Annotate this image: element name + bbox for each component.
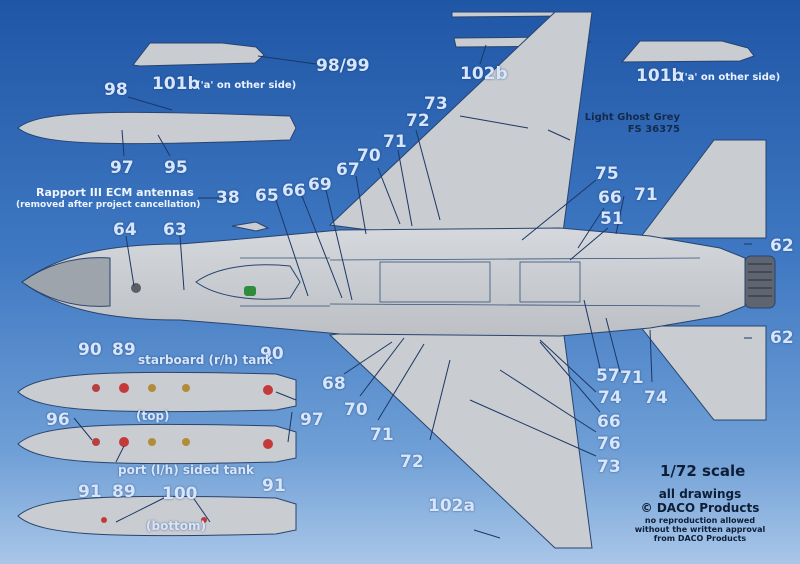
callout-72-top: 72 [406,111,430,131]
sensor [131,283,141,293]
callout-98-99: 98/99 [316,56,370,76]
callout-74-left: 74 [598,388,622,408]
tank-note-port: port (l/h) sided tank [118,463,254,477]
callout-76: 76 [597,434,621,454]
radome [21,257,111,307]
callout-70-bottom: 70 [344,400,368,420]
credits-line5: from DACO Products [653,533,747,543]
callout-69: 69 [308,175,332,195]
callout-72-bottom: 72 [400,452,424,472]
callout-75: 75 [595,164,619,184]
callout-71-bottom: 71 [370,425,394,445]
paint-code: FS 36375 [627,124,680,135]
callout-96: 96 [46,410,70,430]
callout-98: 98 [104,80,128,100]
credits-block: all drawings © DACO Products no reproduc… [600,487,800,543]
callout-73-top: 73 [424,94,448,114]
pod-note-right-sub: ('a' on other side) [680,72,781,83]
antenna-title: Rapport III ECM antennas [36,186,194,199]
leader-lines [73,44,752,539]
callout-67: 67 [336,160,360,180]
pylon-top-1 [451,11,568,18]
ecm-pod-right [620,40,755,63]
tank-bottom [17,495,297,537]
credits-line1: all drawings [658,487,742,501]
credits-line4: without the written approval [634,524,766,534]
wing-starboard [328,11,593,256]
callout-102a: 102a [428,496,475,516]
callout-95: 95 [164,158,188,178]
callout-65: 65 [255,186,279,206]
tank-note-top: (top) [136,409,170,423]
pod-note-left: 101b [152,74,200,94]
tank-starboard [17,371,297,413]
callout-68: 68 [322,374,346,394]
callout-100: 100 [162,484,198,504]
callout-63: 63 [163,220,187,240]
fuselage [21,227,746,337]
canopy [195,264,301,300]
tank-port [17,423,297,465]
callout-91-left: 91 [78,482,102,502]
ecm-pod-left [132,42,265,67]
callout-97-tank: 97 [300,410,324,430]
callout-57: 57 [596,366,620,386]
callout-62-top: 62 [770,236,794,256]
callout-66-bottom: 66 [597,412,621,432]
rapport-antenna [231,221,270,232]
centerline-pod [17,111,297,145]
antenna-subtitle: (removed after project cancellation) [16,200,201,210]
nozzle [744,255,776,309]
callout-51: 51 [600,209,624,229]
scale-label: 1/72 scale [660,462,746,480]
stab-starboard [638,139,767,239]
callout-73-bottom: 73 [597,457,621,477]
stab-port [638,325,767,421]
callout-66-left: 66 [282,181,306,201]
callout-90-left: 90 [78,340,102,360]
callout-97-top: 97 [110,158,134,178]
callout-91-right: 91 [262,476,286,496]
callout-64: 64 [113,220,137,240]
callout-70-top: 70 [357,146,381,166]
callout-71-lower-right: 71 [620,368,644,388]
tank-note-bottom: (bottom) [146,519,207,533]
callout-66-right: 66 [598,188,622,208]
callout-74-right: 74 [644,388,668,408]
callout-71-top: 71 [383,132,407,152]
credits-line3: no reproduction allowed [644,515,756,525]
callout-89-bottom: 89 [112,482,136,502]
credits-line2: © DACO Products [640,500,760,515]
callout-102b: 102b [460,64,508,84]
tank-note-starboard: starboard (r/h) tank [138,353,273,367]
intake-lens [244,286,256,296]
callout-71-right: 71 [634,185,658,205]
panel-lines [240,257,701,307]
pod-note-right: 101b [636,66,684,86]
paint-label: Light Ghost Grey FS 36375 [570,112,680,136]
callout-62-bottom: 62 [770,328,794,348]
callout-38: 38 [216,188,240,208]
callout-90-right: 90 [260,344,284,364]
pod-note-left-sub: ('a' on other side) [196,80,297,91]
callout-89-top: 89 [112,340,136,360]
paint-name: Light Ghost Grey [584,112,680,123]
